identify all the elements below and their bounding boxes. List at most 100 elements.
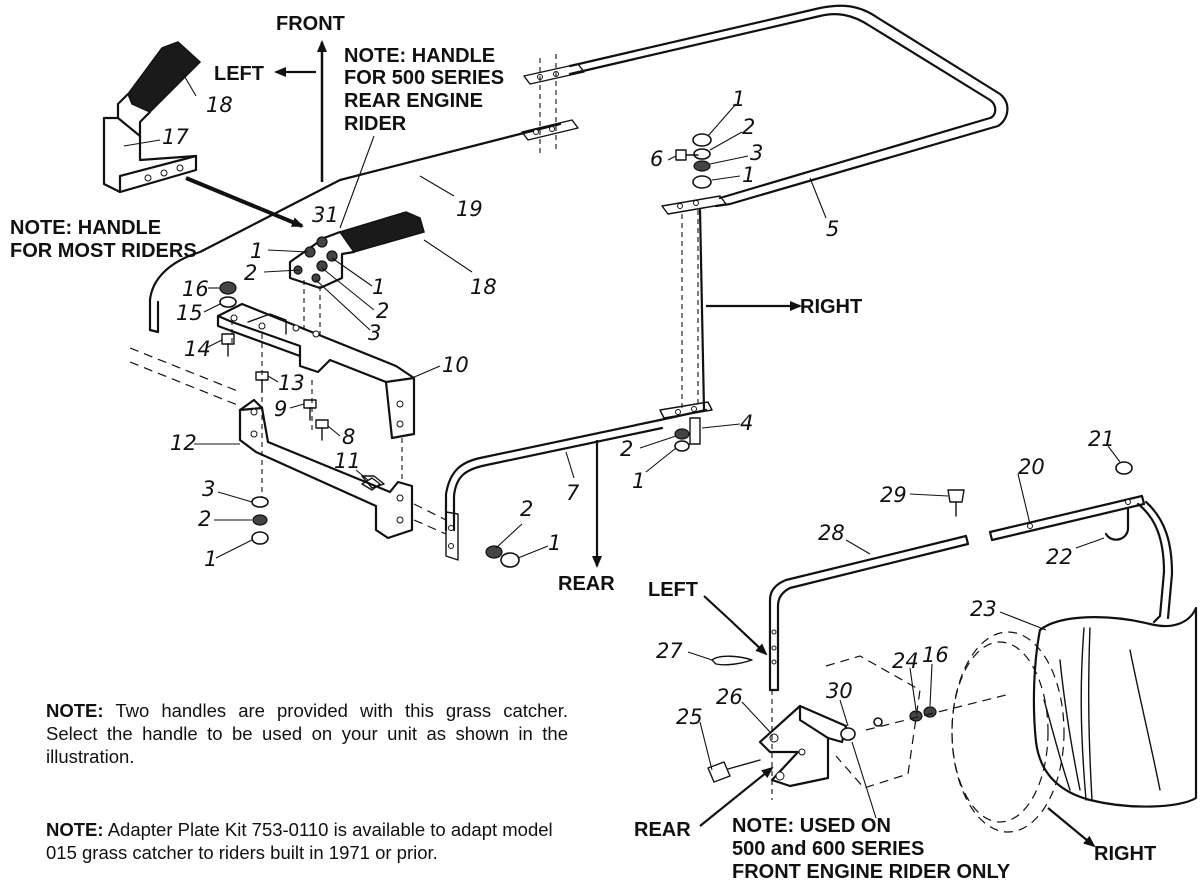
bar-5 — [568, 4, 1009, 208]
label-left-top: LEFT — [214, 63, 264, 85]
callout-handle-500: NOTE: HANDLE FOR 500 SERIES REAR ENGINE … — [344, 45, 504, 135]
part-number: 3 — [750, 141, 763, 165]
bracket-26 — [758, 704, 848, 788]
callout-line: REAR ENGINE — [344, 90, 483, 112]
part-number: 1 — [372, 275, 385, 299]
callout-line: FOR MOST RIDERS — [10, 240, 197, 262]
note-text: Two handles are provided with this grass… — [46, 700, 568, 767]
pin-27 — [711, 655, 753, 666]
bracket-10 — [216, 302, 416, 440]
part-number: 1 — [732, 87, 745, 111]
part-number: 9 — [274, 397, 287, 421]
note-adapter-kit: NOTE: Adapter Plate Kit 753-0110 is avai… — [46, 818, 576, 864]
handle-bracket-17 — [102, 116, 198, 194]
part-number: 7 — [566, 481, 580, 505]
part-number: 28 — [818, 521, 845, 545]
callout-line: NOTE: HANDLE — [344, 45, 495, 67]
upper-bar-assembly — [148, 4, 1009, 412]
callout-handle-most: NOTE: HANDLE FOR MOST RIDERS — [10, 217, 197, 262]
part-number: 16 — [182, 277, 209, 301]
bag-support-assembly — [711, 461, 1174, 692]
mounting-bracket-10 — [216, 302, 416, 440]
part-number: 2 — [620, 437, 633, 461]
part-number: 19 — [456, 197, 483, 221]
rear-arrow-lower — [699, 766, 774, 827]
part-number: 31 — [312, 203, 339, 227]
part-number: 18 — [206, 93, 233, 117]
note-two-handles: NOTE: Two handles are provided with this… — [46, 699, 568, 768]
part-number: 25 — [676, 705, 703, 729]
label-rear-mid: REAR — [558, 573, 615, 595]
mounting-bracket-12 — [238, 398, 414, 540]
leader-lines — [123, 71, 1121, 819]
direction-arrows — [274, 40, 1096, 848]
part-number: 29 — [880, 483, 907, 507]
part-number: 2 — [376, 299, 389, 323]
rod-20 — [988, 494, 1146, 542]
part-number: 2 — [198, 507, 211, 531]
hook-22 — [1104, 506, 1130, 541]
assembly-lines — [129, 280, 447, 535]
callout-line: NOTE: HANDLE — [10, 217, 161, 239]
callout-line: RIDER — [344, 113, 407, 135]
part-number: 22 — [1046, 545, 1073, 569]
handle-most-riders — [102, 41, 304, 228]
bracket-12 — [238, 406, 414, 540]
callout-line: 500 and 600 SERIES — [732, 838, 924, 860]
note-label: NOTE: — [46, 700, 104, 721]
part-number: 16 — [922, 643, 949, 667]
part-number: 13 — [278, 371, 305, 395]
part-number: 8 — [342, 425, 355, 449]
part-number: 1 — [204, 547, 217, 571]
part-number: 2 — [742, 115, 755, 139]
lower-bar-assembly — [444, 401, 713, 568]
hardware-stack-upper — [675, 133, 712, 189]
part-number: 1 — [632, 469, 645, 493]
wheel-and-bag — [951, 606, 1198, 833]
part-number: 26 — [716, 685, 743, 709]
part-number: 1 — [742, 163, 755, 187]
part-number: 3 — [368, 321, 381, 345]
part-number: 10 — [442, 353, 469, 377]
part-number: 15 — [176, 301, 203, 325]
note-text: Adapter Plate Kit 753-0110 is available … — [46, 819, 553, 863]
part-number: 1 — [250, 239, 263, 263]
callout-line: FOR 500 SERIES — [344, 67, 504, 89]
part-number: 20 — [1018, 455, 1045, 479]
part-number: 2 — [244, 261, 257, 285]
bar-19 — [148, 122, 562, 332]
part-number: 23 — [970, 597, 997, 621]
callout-front-engine: NOTE: USED ON 500 and 600 SERIES FRONT E… — [732, 815, 1011, 883]
callout-line: FRONT ENGINE RIDER ONLY — [732, 861, 1011, 883]
rod-28 — [768, 534, 970, 692]
part-number: 14 — [184, 337, 211, 361]
part-number: 30 — [826, 679, 853, 703]
bolt-25 — [707, 761, 731, 783]
note-label: NOTE: — [46, 819, 104, 840]
label-front: FRONT — [276, 13, 345, 35]
part-number: 17 — [162, 125, 189, 149]
label-rear-lower: REAR — [634, 819, 691, 841]
part-number: 21 — [1088, 427, 1115, 451]
grass-bag-23 — [1032, 606, 1198, 808]
hardware-mount — [219, 281, 385, 545]
part-number: 2 — [520, 497, 533, 521]
part-number: 27 — [656, 639, 683, 663]
left-arrow-lower — [703, 595, 768, 656]
part-number: 24 — [892, 649, 919, 673]
front-engine-bracket — [707, 655, 1011, 800]
part-number: 4 — [740, 411, 753, 435]
part-number: 1 — [548, 531, 561, 555]
rear-wheel — [951, 631, 1065, 833]
part-number: 18 — [470, 275, 497, 299]
label-left-lower: LEFT — [648, 579, 698, 601]
part-number: 12 — [170, 431, 197, 455]
label-right-mid: RIGHT — [800, 296, 862, 318]
handle-500-series — [288, 211, 425, 290]
part-number: 11 — [334, 449, 361, 473]
part-number: 5 — [826, 217, 839, 241]
right-arrow-lower — [1047, 807, 1096, 848]
bar-7 — [444, 408, 708, 532]
handle-grip-18-center — [338, 211, 425, 253]
